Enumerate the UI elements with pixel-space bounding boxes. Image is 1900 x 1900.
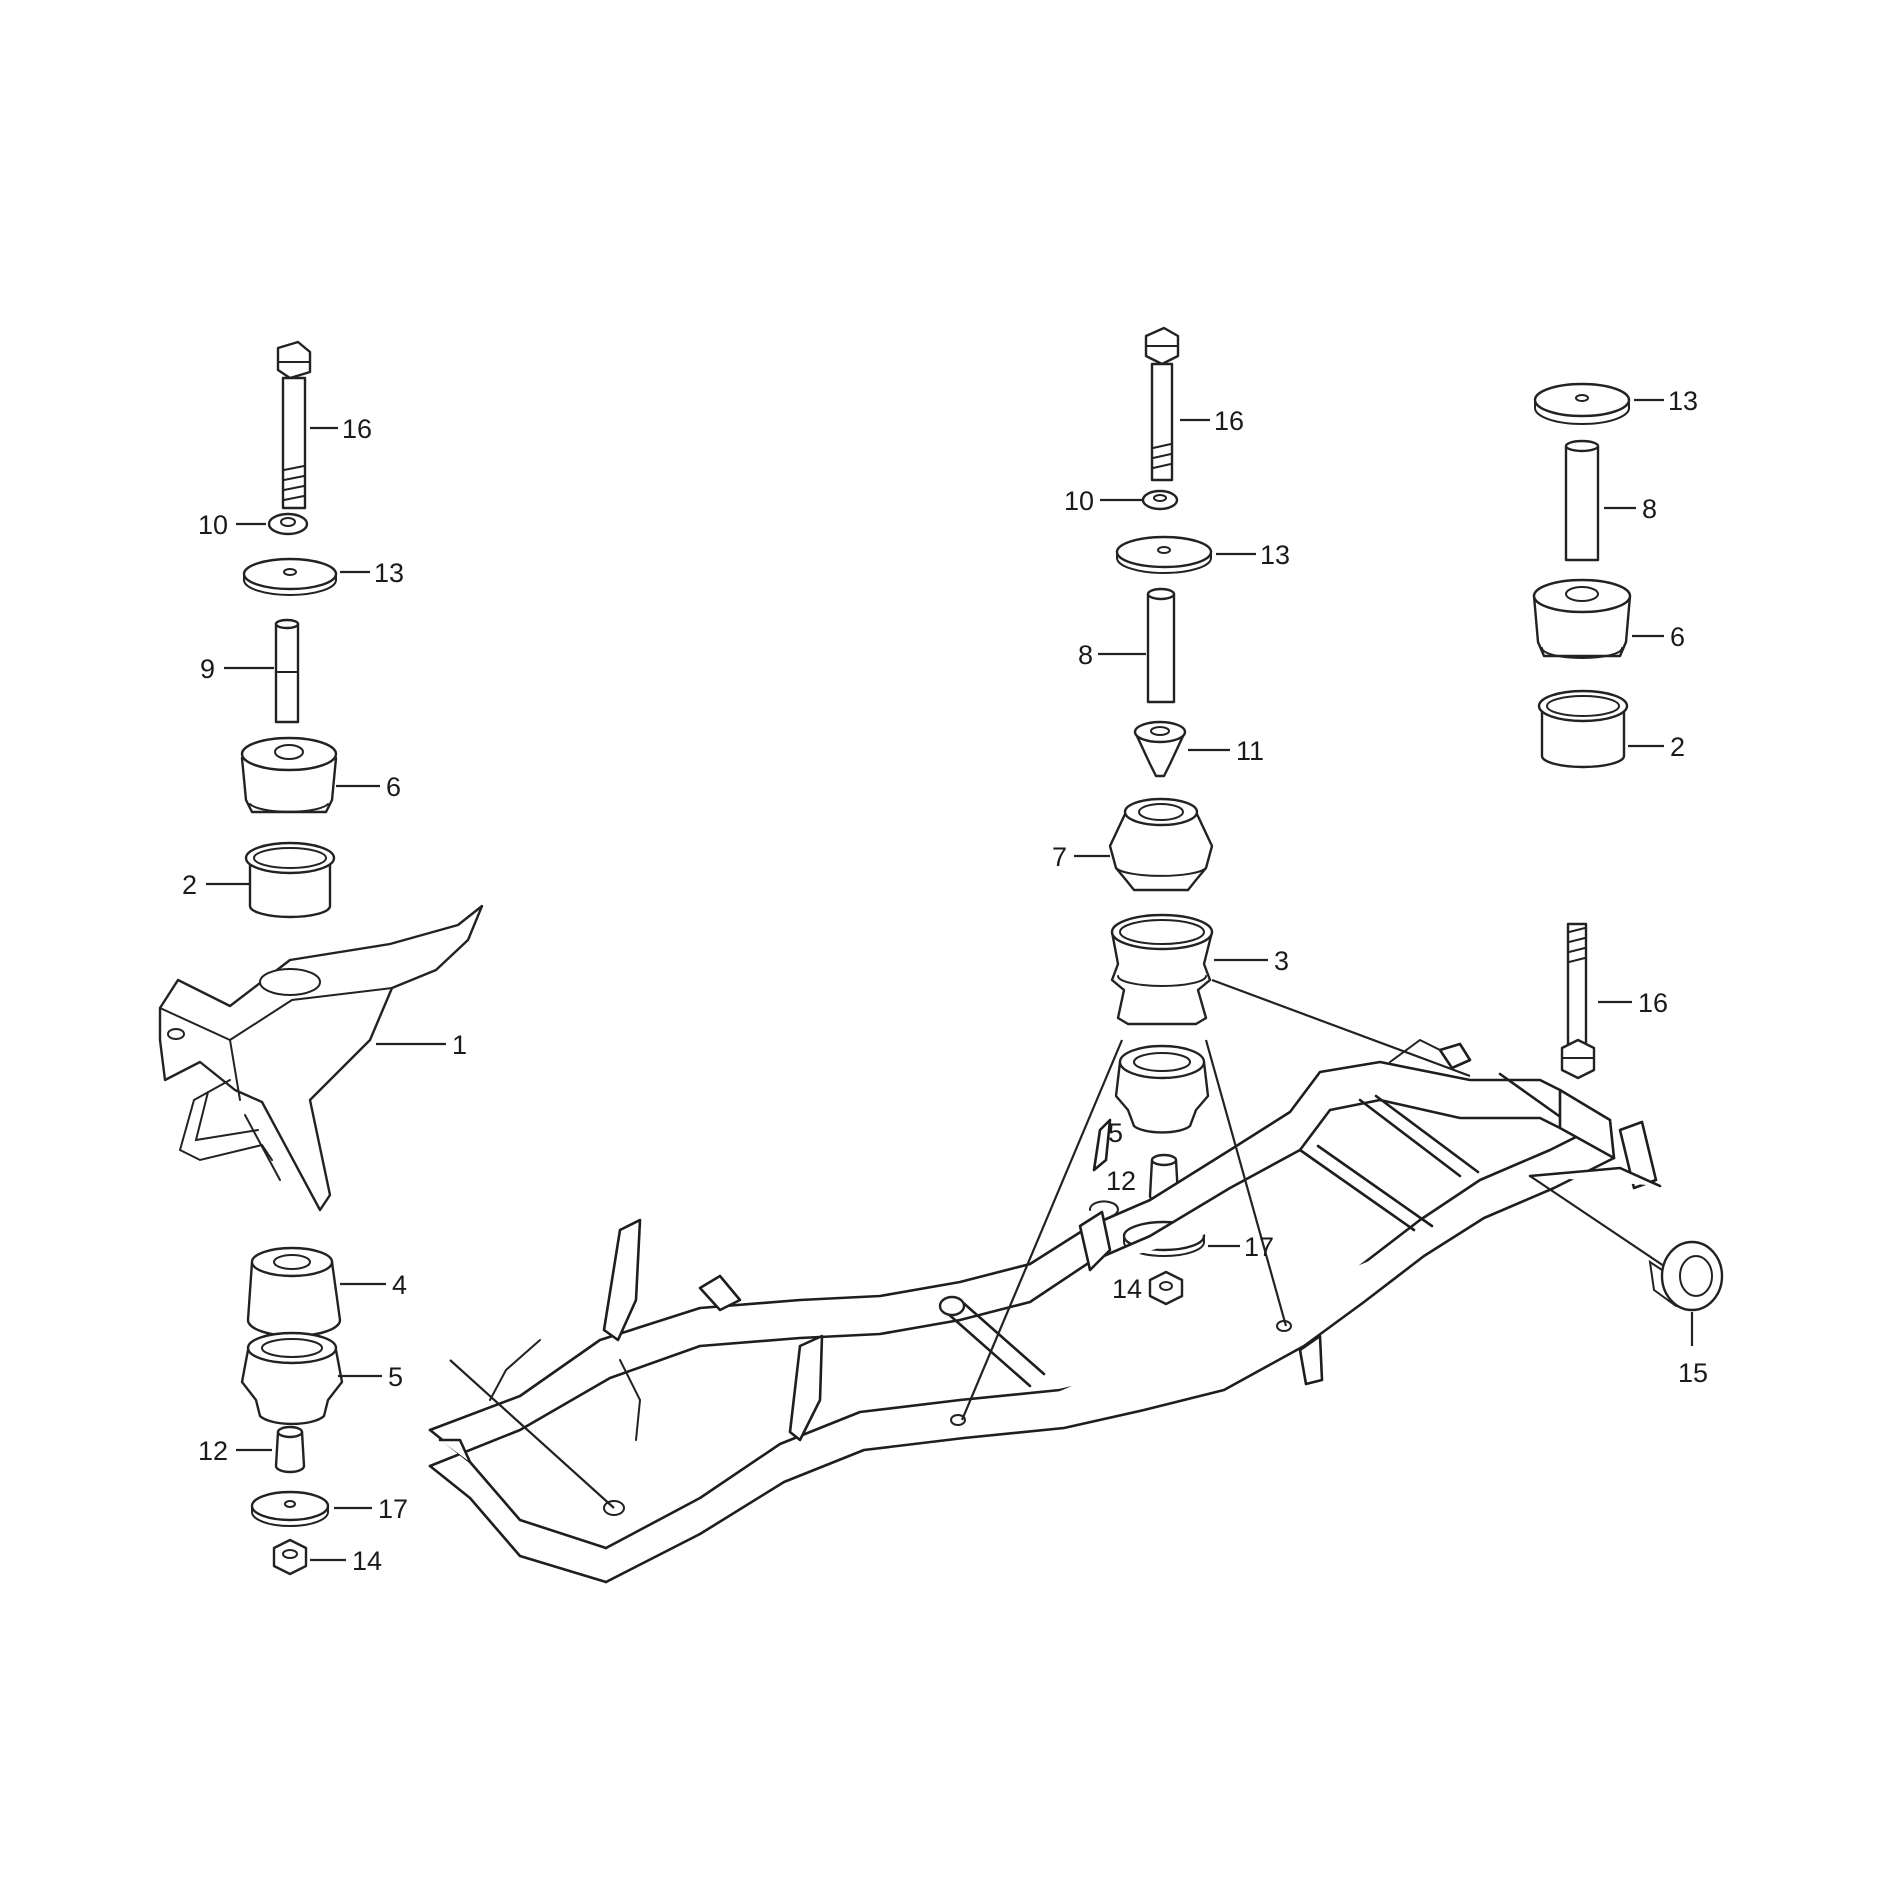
callout-14-left: 14 [352, 1546, 382, 1576]
cup-center [1110, 913, 1214, 1026]
callout-leaders [206, 398, 1694, 1562]
flat-washer-left [242, 557, 338, 596]
chassis-frame [428, 1038, 1662, 1584]
grommet-right [1648, 1240, 1724, 1312]
callout-11: 11 [1236, 736, 1264, 766]
nut-left [272, 1538, 308, 1576]
callout-labels: 16 10 13 9 6 2 1 4 5 12 17 14 16 10 13 8… [182, 386, 1708, 1576]
callout-6-right: 6 [1670, 622, 1685, 652]
callout-5-center: 5 [1108, 1118, 1123, 1148]
callout-7: 7 [1052, 842, 1067, 872]
bushing-right [1532, 578, 1632, 659]
bushing-left [240, 736, 338, 814]
cushion-center [1114, 1044, 1210, 1134]
callout-16-center: 16 [1214, 406, 1244, 436]
flat-washer-center [1115, 535, 1213, 574]
callout-8-center: 8 [1078, 640, 1093, 670]
bolt-left [276, 340, 312, 510]
callout-13-center: 13 [1260, 540, 1290, 570]
rubber-cushion-left [240, 1331, 344, 1426]
bolt-center [1144, 326, 1180, 482]
frame-bracket-left [158, 904, 484, 1212]
callout-16-right: 16 [1638, 988, 1668, 1018]
projection-lines [449, 978, 1665, 1509]
cup-right [1537, 689, 1629, 769]
sleeve-center [1146, 587, 1176, 704]
callout-8-right: 8 [1642, 494, 1657, 524]
callout-16-left: 16 [342, 414, 372, 444]
callout-13-left: 13 [374, 558, 404, 588]
callout-14-center: 14 [1112, 1274, 1142, 1304]
lock-washer-left [267, 512, 309, 536]
callout-1: 1 [452, 1030, 467, 1060]
rubber-mount-left [246, 1246, 342, 1338]
upper-mount-center [1108, 797, 1214, 892]
lock-washer-center [1141, 489, 1179, 511]
callout-2-right: 2 [1670, 732, 1685, 762]
callout-9: 9 [200, 654, 215, 684]
callout-3: 3 [1274, 946, 1289, 976]
bolt-right [1560, 922, 1596, 1080]
callout-12-center: 12 [1106, 1166, 1136, 1196]
callout-13-right: 13 [1668, 386, 1698, 416]
plate-washer-left [250, 1490, 330, 1527]
callout-17-center: 17 [1244, 1232, 1274, 1262]
callout-17-left: 17 [378, 1494, 408, 1524]
spacer-left [274, 1425, 306, 1474]
nut-center [1148, 1270, 1184, 1306]
callout-15: 15 [1678, 1358, 1708, 1388]
cup-left [244, 841, 336, 919]
callout-4: 4 [392, 1270, 407, 1300]
callout-5-left: 5 [388, 1362, 403, 1392]
flat-washer-right [1533, 382, 1631, 425]
sleeve-left [274, 618, 300, 724]
callout-2-left: 2 [182, 870, 197, 900]
callout-10-left: 10 [198, 510, 228, 540]
callout-10-center: 10 [1064, 486, 1094, 516]
cone-bushing-center [1133, 720, 1187, 778]
sleeve-right [1564, 439, 1600, 562]
callout-6-left: 6 [386, 772, 401, 802]
callout-12-left: 12 [198, 1436, 228, 1466]
